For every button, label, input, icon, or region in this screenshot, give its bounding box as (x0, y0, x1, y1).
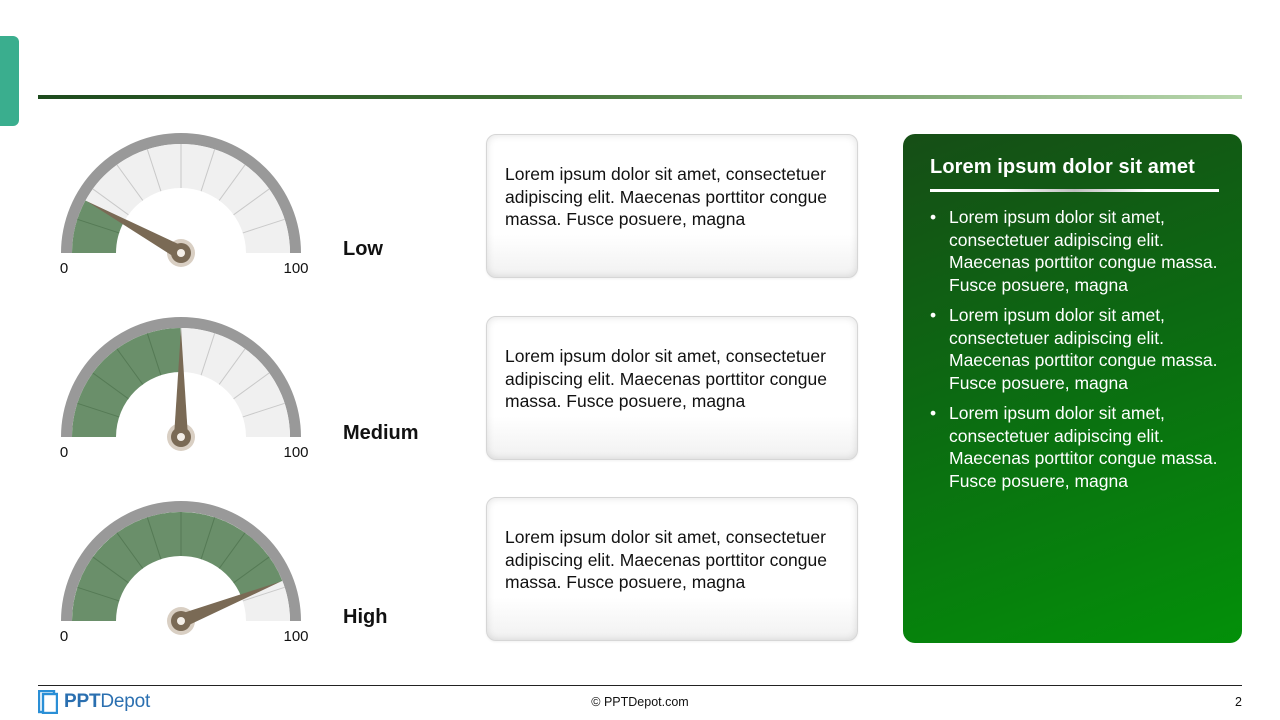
gauge-segment-divider (77, 586, 120, 602)
gauge-hub-center (177, 617, 185, 625)
gauge-segment-divider (242, 586, 285, 602)
gauge-label: High (343, 606, 388, 628)
gauge-dial: 0 100 (60, 317, 309, 461)
panel-divider (930, 189, 1219, 192)
gauge-segment-divider (116, 348, 144, 385)
gauge-max-label: 100 (283, 444, 308, 461)
gauge-min-label: 0 (60, 628, 68, 645)
page-number: 2 (1235, 695, 1242, 709)
gauge-dial: 0 100 (60, 133, 309, 277)
gauge-high: 0 100 High (40, 498, 480, 658)
panel-bullet: Lorem ipsum dolor sit amet, consectetuer… (930, 206, 1220, 296)
logo-mark-icon (38, 690, 58, 714)
gauge-segment-divider (116, 532, 144, 569)
gauge-segment-divider (218, 532, 246, 569)
gauge-max-label: 100 (283, 260, 308, 277)
pptdepot-logo[interactable]: PPTDepot (38, 689, 150, 715)
gauge-segment-divider (218, 348, 246, 385)
gauge-hub-center (177, 433, 185, 441)
gauge-segment-divider (92, 188, 129, 216)
gauge-segment-divider (116, 164, 144, 201)
text-card-low: Lorem ipsum dolor sit amet, consectetuer… (486, 134, 858, 278)
gauge-segment-divider (242, 218, 285, 234)
gauge-min-label: 0 (60, 444, 68, 461)
gauge-segment-divider (77, 218, 120, 234)
panel-bullet: Lorem ipsum dolor sit amet, consectetuer… (930, 402, 1220, 492)
text-card-high: Lorem ipsum dolor sit amet, consectetuer… (486, 497, 858, 641)
gauge-min-label: 0 (60, 260, 68, 277)
logo-text: PPTDepot (64, 691, 150, 713)
gauge-segment-divider (146, 333, 162, 376)
gauge-needle (178, 581, 282, 628)
card-text: Lorem ipsum dolor sit amet, consectetuer… (505, 346, 827, 411)
gauge-segment-divider (92, 372, 129, 400)
gauge-fill (72, 200, 125, 253)
gauge-needle (86, 200, 185, 260)
panel-bullet-list: Lorem ipsum dolor sit amet, consectetuer… (930, 206, 1220, 492)
gauge-segment-divider (146, 149, 162, 192)
copyright: © PPTDepot.com (591, 695, 689, 709)
panel-bullet: Lorem ipsum dolor sit amet, consectetuer… (930, 304, 1220, 394)
gauge-dial: 0 100 (60, 501, 309, 645)
logo-text-bold: PPT (64, 691, 101, 712)
gauge-track (72, 144, 290, 253)
gauge-segment-divider (77, 402, 120, 418)
gauge-segment-divider (200, 517, 216, 560)
gauge-segment-divider (92, 556, 129, 584)
gauge-fill (72, 512, 283, 621)
gauge-segment-divider (200, 333, 216, 376)
logo-text-rest: Depot (100, 691, 151, 712)
gauge-segment-divider (233, 556, 270, 584)
text-card-medium: Lorem ipsum dolor sit amet, consectetuer… (486, 316, 858, 460)
footer-divider (38, 685, 1242, 686)
card-text: Lorem ipsum dolor sit amet, consectetuer… (505, 164, 827, 229)
summary-panel: Lorem ipsum dolor sit amet Lorem ipsum d… (903, 134, 1242, 643)
title-divider (38, 95, 1242, 99)
gauge-segment-divider (200, 149, 216, 192)
gauge-medium: 0 100 Medium (40, 314, 480, 474)
panel-title: Lorem ipsum dolor sit amet (930, 156, 1195, 178)
gauge-label: Low (343, 238, 383, 260)
gauge-low: 0 100 Low (40, 130, 480, 290)
gauge-segment-divider (233, 372, 270, 400)
accent-tab (0, 36, 19, 126)
gauge-label: Medium (343, 422, 419, 444)
gauge-hub-center (177, 249, 185, 257)
gauge-needle (174, 329, 188, 437)
card-text: Lorem ipsum dolor sit amet, consectetuer… (505, 527, 827, 592)
gauge-segment-divider (242, 402, 285, 418)
gauge-segment-divider (233, 188, 270, 216)
gauge-segment-divider (218, 164, 246, 201)
gauge-max-label: 100 (283, 628, 308, 645)
gauge-fill (72, 328, 181, 437)
gauge-segment-divider (146, 517, 162, 560)
